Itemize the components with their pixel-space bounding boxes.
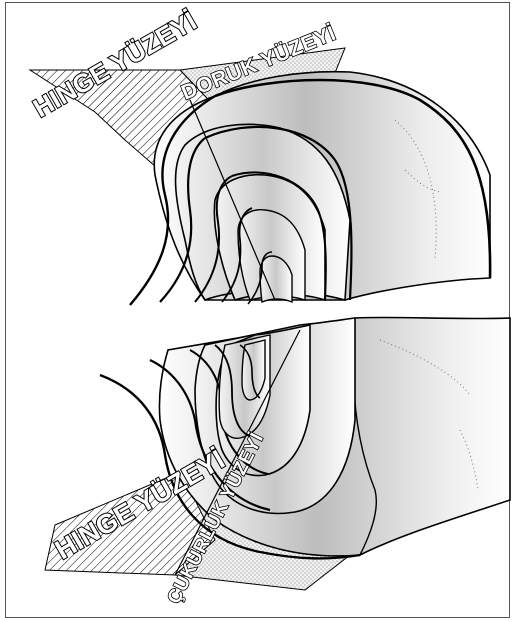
fold-diagram: HINGE YÜZEYİ DORUK YÜZEYİ HINGE YÜZEYİ Ç…	[0, 0, 516, 621]
